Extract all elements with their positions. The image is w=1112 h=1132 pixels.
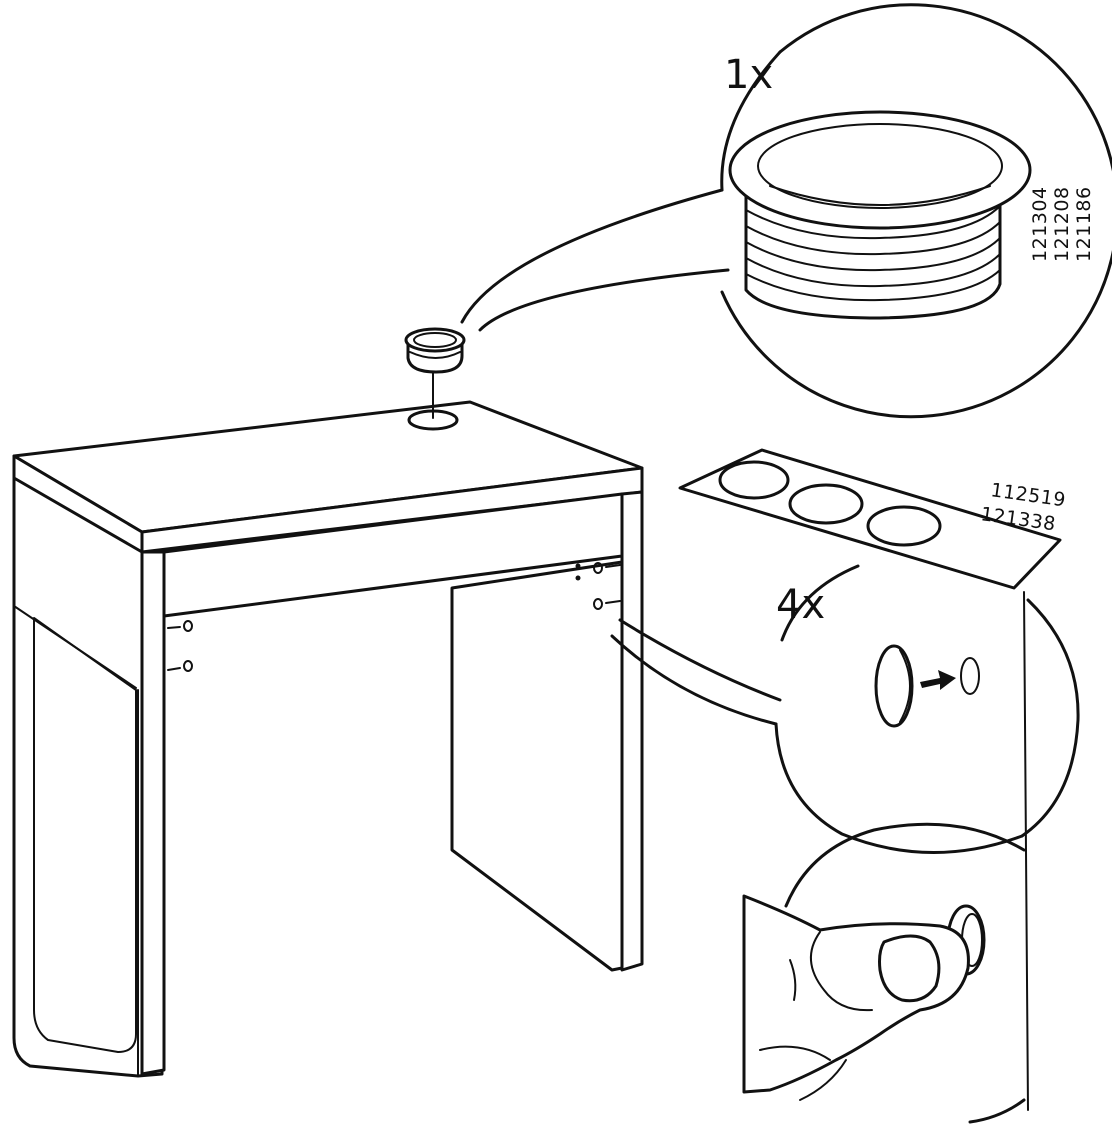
felt-pad-2 (788, 483, 864, 525)
desk-left-leg (140, 550, 166, 1076)
grommet-callout-tail (460, 188, 730, 332)
felt-pad-sheet: 112519 121338 (678, 448, 1067, 590)
grommet-large-icon (728, 110, 1032, 320)
felt-pad-detail: 4x (774, 564, 1080, 1111)
desk-left-holes (167, 620, 193, 672)
grommet-part-number-2: 121208 (1051, 186, 1073, 262)
desk-right-leg (620, 490, 644, 972)
desk-right-back-panel (450, 560, 624, 972)
arrow-right-icon (920, 670, 956, 690)
grommet-quantity: 1x (724, 52, 773, 98)
grommet-detail: 1x 121304 121208 121186 (720, 3, 1112, 419)
grommet-small (404, 327, 466, 419)
felt-pad-callout-tail (610, 618, 782, 726)
grommet-part-number-1: 121304 (1029, 186, 1051, 262)
grommet-part-number-3: 121186 (1073, 186, 1095, 262)
felt-pad-disc-icon (874, 644, 914, 728)
desk-left-panel (12, 476, 164, 1078)
desk-right-holes (575, 562, 621, 610)
felt-pad-quantity: 4x (776, 582, 825, 628)
desk (12, 400, 644, 1078)
desk-left-panel-frame (33, 617, 137, 1053)
hand-icon (742, 894, 970, 1101)
drilled-hole-icon (960, 657, 980, 695)
thumb-press-detail (742, 822, 1026, 1124)
felt-pad-1 (718, 460, 790, 500)
felt-pad-3 (866, 505, 942, 547)
